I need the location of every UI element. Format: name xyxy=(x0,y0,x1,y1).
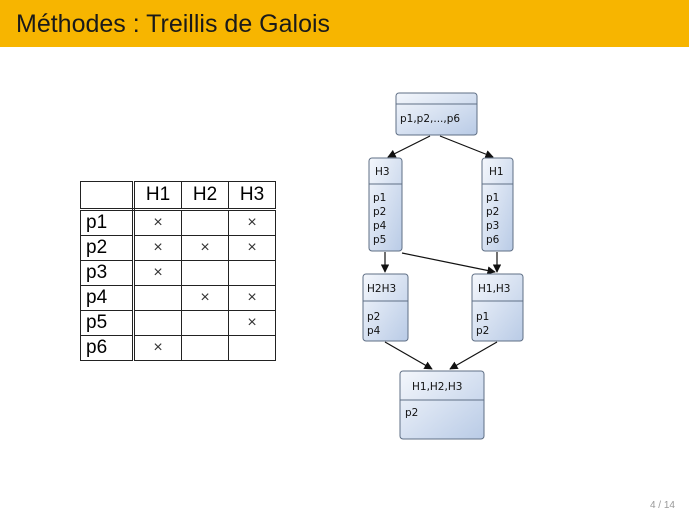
formal-context-table: H1 H2 H3 p1 × × p2 × × × p3 × p4 × × p5 … xyxy=(80,181,276,361)
title-bar: Méthodes : Treillis de Galois xyxy=(0,0,689,47)
node-extent: p3 xyxy=(486,220,499,232)
node-extent: p1 xyxy=(486,192,499,204)
column-header-h1: H1 xyxy=(133,181,182,211)
column-header-h3: H3 xyxy=(228,181,276,211)
node-intent: H3 xyxy=(375,166,390,178)
lattice-node-bottom: H1,H2,H3 p2 xyxy=(399,370,485,440)
edge-top-to-h1 xyxy=(439,135,494,159)
table-cell xyxy=(181,310,229,336)
node-intent: H1,H3 xyxy=(478,283,511,295)
row-label: p3 xyxy=(80,260,135,286)
node-extent: p5 xyxy=(373,234,386,246)
node-extent: p2 xyxy=(476,325,489,337)
edge-top-to-h3 xyxy=(387,135,431,158)
table-cell xyxy=(133,285,182,311)
node-intent: H1,H2,H3 xyxy=(412,381,462,393)
lattice-node-top: p1,p2,...,p6 xyxy=(395,92,478,136)
table-row: p2 × × × xyxy=(80,235,276,261)
node-extent: p1 xyxy=(373,192,386,204)
table-cell xyxy=(181,335,229,361)
node-extent: p2 xyxy=(405,407,418,419)
node-extent: p1 xyxy=(476,311,489,323)
row-label: p5 xyxy=(80,310,135,336)
table-row: p5 × xyxy=(80,310,276,336)
node-extent: p1,p2,...,p6 xyxy=(400,113,460,125)
column-header-h2: H2 xyxy=(181,181,229,211)
table-cell: × xyxy=(133,209,182,236)
node-extent: p2 xyxy=(367,311,380,323)
node-extent: p4 xyxy=(367,325,381,337)
node-intent: H2H3 xyxy=(367,283,396,295)
table-corner-cell xyxy=(80,181,135,211)
node-extent: p4 xyxy=(373,220,387,232)
table-cell: × xyxy=(133,235,182,261)
node-extent: p6 xyxy=(486,234,500,246)
edge-h3-to-h1h3 xyxy=(401,252,496,275)
table-row: p6 × xyxy=(80,335,276,361)
page-number: 4 / 14 xyxy=(649,500,675,511)
edge-h1h3-to-bottom xyxy=(449,341,498,370)
row-label: p1 xyxy=(80,209,135,236)
edge-h2h3-to-bottom xyxy=(384,341,433,370)
node-extent: p2 xyxy=(373,206,386,218)
lattice-node-h1h3: H1,H3 p1 p2 xyxy=(471,273,524,342)
row-label: p2 xyxy=(80,235,135,261)
table-row: p3 × xyxy=(80,260,276,286)
slide-title: Méthodes : Treillis de Galois xyxy=(16,10,331,38)
node-extent: p2 xyxy=(486,206,499,218)
table-cell xyxy=(228,335,276,361)
table-row: p1 × × xyxy=(80,209,276,236)
node-intent: H1 xyxy=(489,166,504,178)
row-label: p6 xyxy=(80,335,135,361)
lattice-node-h3: H3 p1 p2 p4 p5 xyxy=(368,157,403,252)
lattice-node-h2h3: H2H3 p2 p4 xyxy=(362,273,409,342)
table-cell: × xyxy=(228,209,276,236)
table-header-row: H1 H2 H3 xyxy=(80,181,276,211)
lattice-node-h1: H1 p1 p2 p3 p6 xyxy=(481,157,514,252)
